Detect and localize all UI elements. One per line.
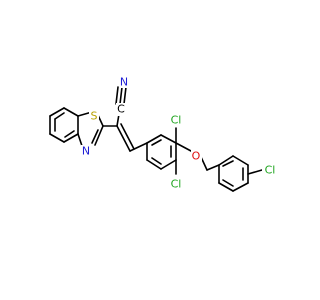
nitrile-nitrogen-atom: N <box>120 76 128 89</box>
ether-oxygen-atom: O <box>192 150 201 163</box>
molecule-structure: S N C N O Cl Cl Cl <box>49 75 279 192</box>
atom-labels: S N C N O Cl Cl Cl <box>81 75 279 191</box>
bonds <box>49 86 263 192</box>
chlorine-para-atom: Cl <box>265 164 276 177</box>
nitrile-carbon-atom: C <box>117 103 125 116</box>
chlorine-top-atom: Cl <box>171 114 182 127</box>
thiazole-nitrogen-atom: N <box>82 145 90 158</box>
sulfur-atom: S <box>91 110 98 123</box>
chlorine-bottom-atom: Cl <box>171 178 182 191</box>
